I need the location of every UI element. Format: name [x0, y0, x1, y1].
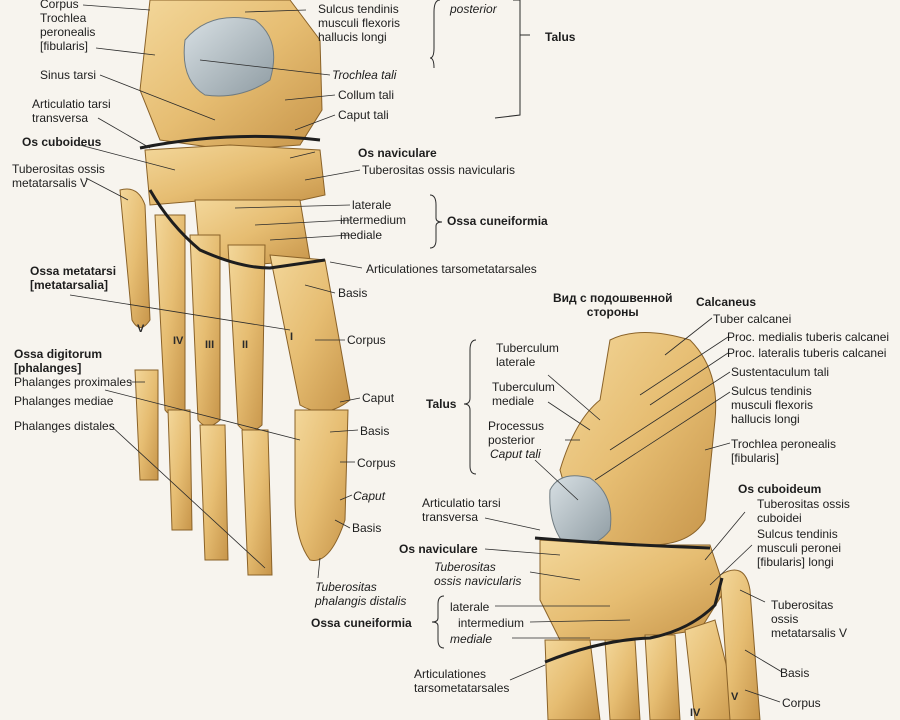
label-sinus-tarsi: Sinus tarsi: [40, 68, 97, 82]
label-processus-posterior: posterior: [450, 2, 497, 16]
plantar-brackets: [431, 339, 477, 649]
label-phalanges-mediae: Phalanges mediae: [14, 394, 114, 408]
label-basis: Basis: [338, 286, 368, 300]
label-articulatio-tarsi-plantar: Articulatio tarsi transversa: [422, 496, 501, 524]
label-tuberositas-navicularis: Tuberositas ossis navicularis: [362, 163, 515, 177]
label-caput: Caput: [362, 391, 395, 405]
plantar-foot: [539, 332, 761, 720]
label-tuberositas-metatarsalis: Tuberositas ossis metatarsalis V: [12, 162, 105, 190]
label-ossa-metatarsi: Ossa metatarsi [metatarsalia]: [30, 264, 117, 292]
label-processus-posterior-plantar: Processus posterior: [488, 419, 545, 447]
label-articulatio-tarsi: Articulatio tarsi transversa: [32, 97, 111, 125]
dorsal-brackets: [429, 0, 530, 249]
label-ossa-cuneiformia: Ossa cuneiformia: [447, 214, 548, 228]
label-trochlea-peronealis: Trochlea peronealis [fibularis]: [40, 11, 96, 53]
label-sulcus-peronei: Sulcus tendinis musculi peronei [fibular…: [757, 527, 842, 569]
label-metatarsal-iii: III: [205, 339, 215, 351]
label-tuberculum-mediale: Tuberculum mediale: [492, 380, 555, 408]
label-metatarsal-ii: II: [242, 339, 249, 351]
label-cuneiform-intermedium-plantar: intermedium: [458, 616, 525, 630]
label-cuneiform-laterale: laterale: [352, 198, 392, 212]
label-talus: Talus: [545, 30, 576, 44]
label-tuberculum-laterale: Tuberculum laterale: [496, 341, 559, 369]
label-talus-plantar: Talus: [426, 397, 457, 411]
label-proc-medialis: Proc. medialis tuberis calcanei: [727, 330, 890, 344]
label-tuberositas-navicularis-plantar: Tuberositas ossis navicularis: [434, 560, 522, 588]
label-phalanges-distales: Phalanges distales: [14, 419, 115, 433]
label-tuberositas-phalangis: Tuberositas phalangis distalis: [315, 580, 407, 608]
label-corpus-top: Corpus: [40, 0, 79, 11]
label-basis-2: Basis: [360, 424, 390, 438]
label-ossa-cuneiformia-plantar: Ossa cuneiformia: [311, 616, 412, 630]
dorsal-joint-lines: [139, 134, 326, 270]
label-metatarsal-i: I: [290, 331, 294, 343]
label-trochlea-peronealis-plantar: Trochlea peronealis [fibularis]: [731, 437, 836, 465]
label-metatarsal-iv: IV: [173, 335, 184, 347]
plantar-joint-lines: [534, 536, 724, 664]
plantar-leader-lines: [484, 317, 783, 703]
label-metatarsal-v: V: [137, 323, 145, 335]
label-cuneiform-mediale: mediale: [340, 228, 383, 242]
label-os-cuboideum: Os cuboideum: [738, 482, 822, 496]
label-tuber-calcanei: Tuber calcanei: [713, 312, 792, 326]
label-ossa-digitorum: Ossa digitorum [phalanges]: [14, 347, 103, 375]
label-caput-tali-plantar: Caput tali: [490, 447, 541, 461]
dorsal-foot: [119, 0, 351, 576]
label-caput-tali: Caput tali: [338, 108, 389, 122]
label-corpus-plantar: Corpus: [782, 696, 821, 710]
label-tuberositas-cuboidei: Tuberositas ossis cuboidei: [757, 497, 850, 525]
label-corpus-2: Corpus: [357, 456, 396, 470]
label-trochlea-tali: Trochlea tali: [332, 68, 397, 82]
label-view-title: Вид с подошвенной стороны: [553, 291, 673, 319]
label-phalanges-proximales: Phalanges proximales: [14, 375, 133, 389]
label-corpus: Corpus: [347, 333, 386, 347]
label-cuneiform-intermedium: intermedium: [340, 213, 407, 227]
label-plantar-metatarsal-v: V: [731, 691, 739, 703]
label-sulcus-tendinis: Sulcus tendinis musculi flexoris halluci…: [318, 2, 401, 44]
label-calcaneus: Calcaneus: [696, 295, 757, 309]
label-cuneiform-mediale-plantar: mediale: [450, 632, 493, 646]
label-sulcus-flexoris: Sulcus tendinis musculi flexoris halluci…: [731, 384, 814, 426]
label-basis-plantar: Basis: [780, 666, 810, 680]
dorsal-leader-lines: [69, 4, 363, 579]
label-proc-lateralis: Proc. lateralis tuberis calcanei: [727, 346, 887, 360]
label-os-naviculare: Os naviculare: [358, 146, 437, 160]
label-articulationes-tarsometatarsales: Articulationes tarsometatarsales: [366, 262, 537, 276]
label-cuneiform-laterale-plantar: laterale: [450, 600, 490, 614]
label-plantar-metatarsal-iv: IV: [690, 707, 701, 719]
label-collum-tali: Collum tali: [338, 88, 395, 102]
label-sustentaculum: Sustentaculum tali: [731, 365, 830, 379]
label-articulationes-plantar: Articulationes tarsometatarsales: [414, 667, 510, 695]
label-os-cuboideus: Os cuboideus: [22, 135, 102, 149]
label-caput-2: Caput: [353, 489, 386, 503]
label-tuberositas-metatarsalis-plantar: Tuberositas ossis metatarsalis V: [771, 598, 848, 640]
label-basis-3: Basis: [352, 521, 382, 535]
label-os-naviculare-plantar: Os naviculare: [399, 542, 478, 556]
